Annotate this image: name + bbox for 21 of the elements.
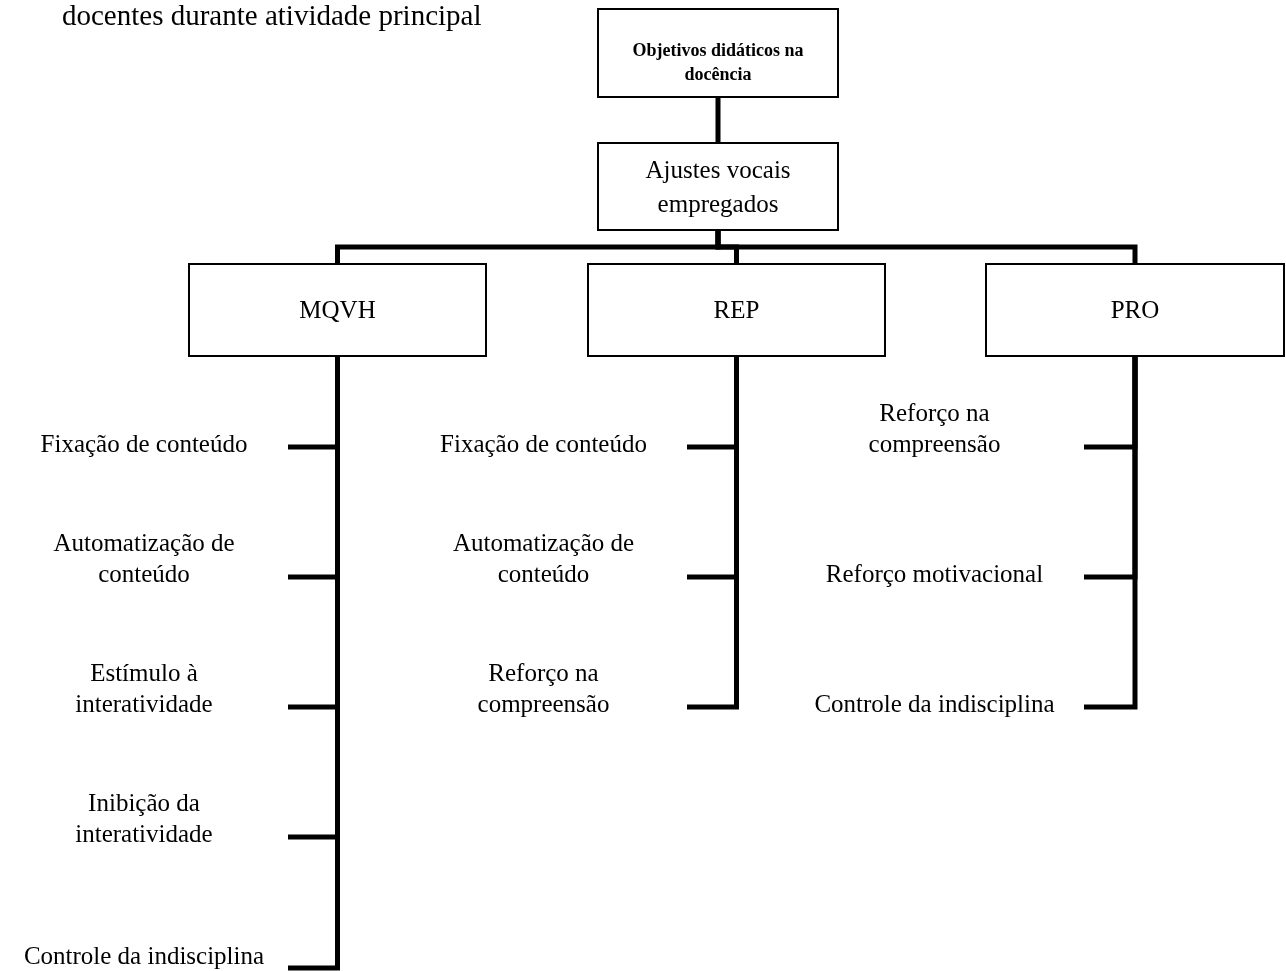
item-label: Fixação de conteúdo [440,429,647,459]
diagram-title: docentes durante atividade principal [62,0,482,30]
category-box: MQVH [188,263,487,357]
category-box: REP [587,263,886,357]
category-box: Ajustes vocais empregados [597,142,839,231]
connector-line [687,357,739,710]
item-label: Controle da indisciplina [23,941,265,971]
category-box: Objetivos didáticos na docência [597,8,839,98]
connector-line [715,231,1138,263]
item-label: Reforço na compreensão [867,398,1002,459]
item-label: Automatização de conteúdo [52,528,236,589]
item-label: Estímulo à interatividade [74,658,214,719]
item-label: Automatização de conteúdo [451,528,636,589]
item-label: Reforço motivacional [825,559,1044,589]
item-label: Inibição da interatividade [74,788,214,849]
item-label: Reforço na compreensão [476,658,611,719]
item-label: Fixação de conteúdo [40,429,248,459]
category-box: PRO [985,263,1285,357]
connector-line [715,98,721,142]
item-label: Controle da indisciplina [814,689,1055,719]
connector-line [1084,357,1138,710]
